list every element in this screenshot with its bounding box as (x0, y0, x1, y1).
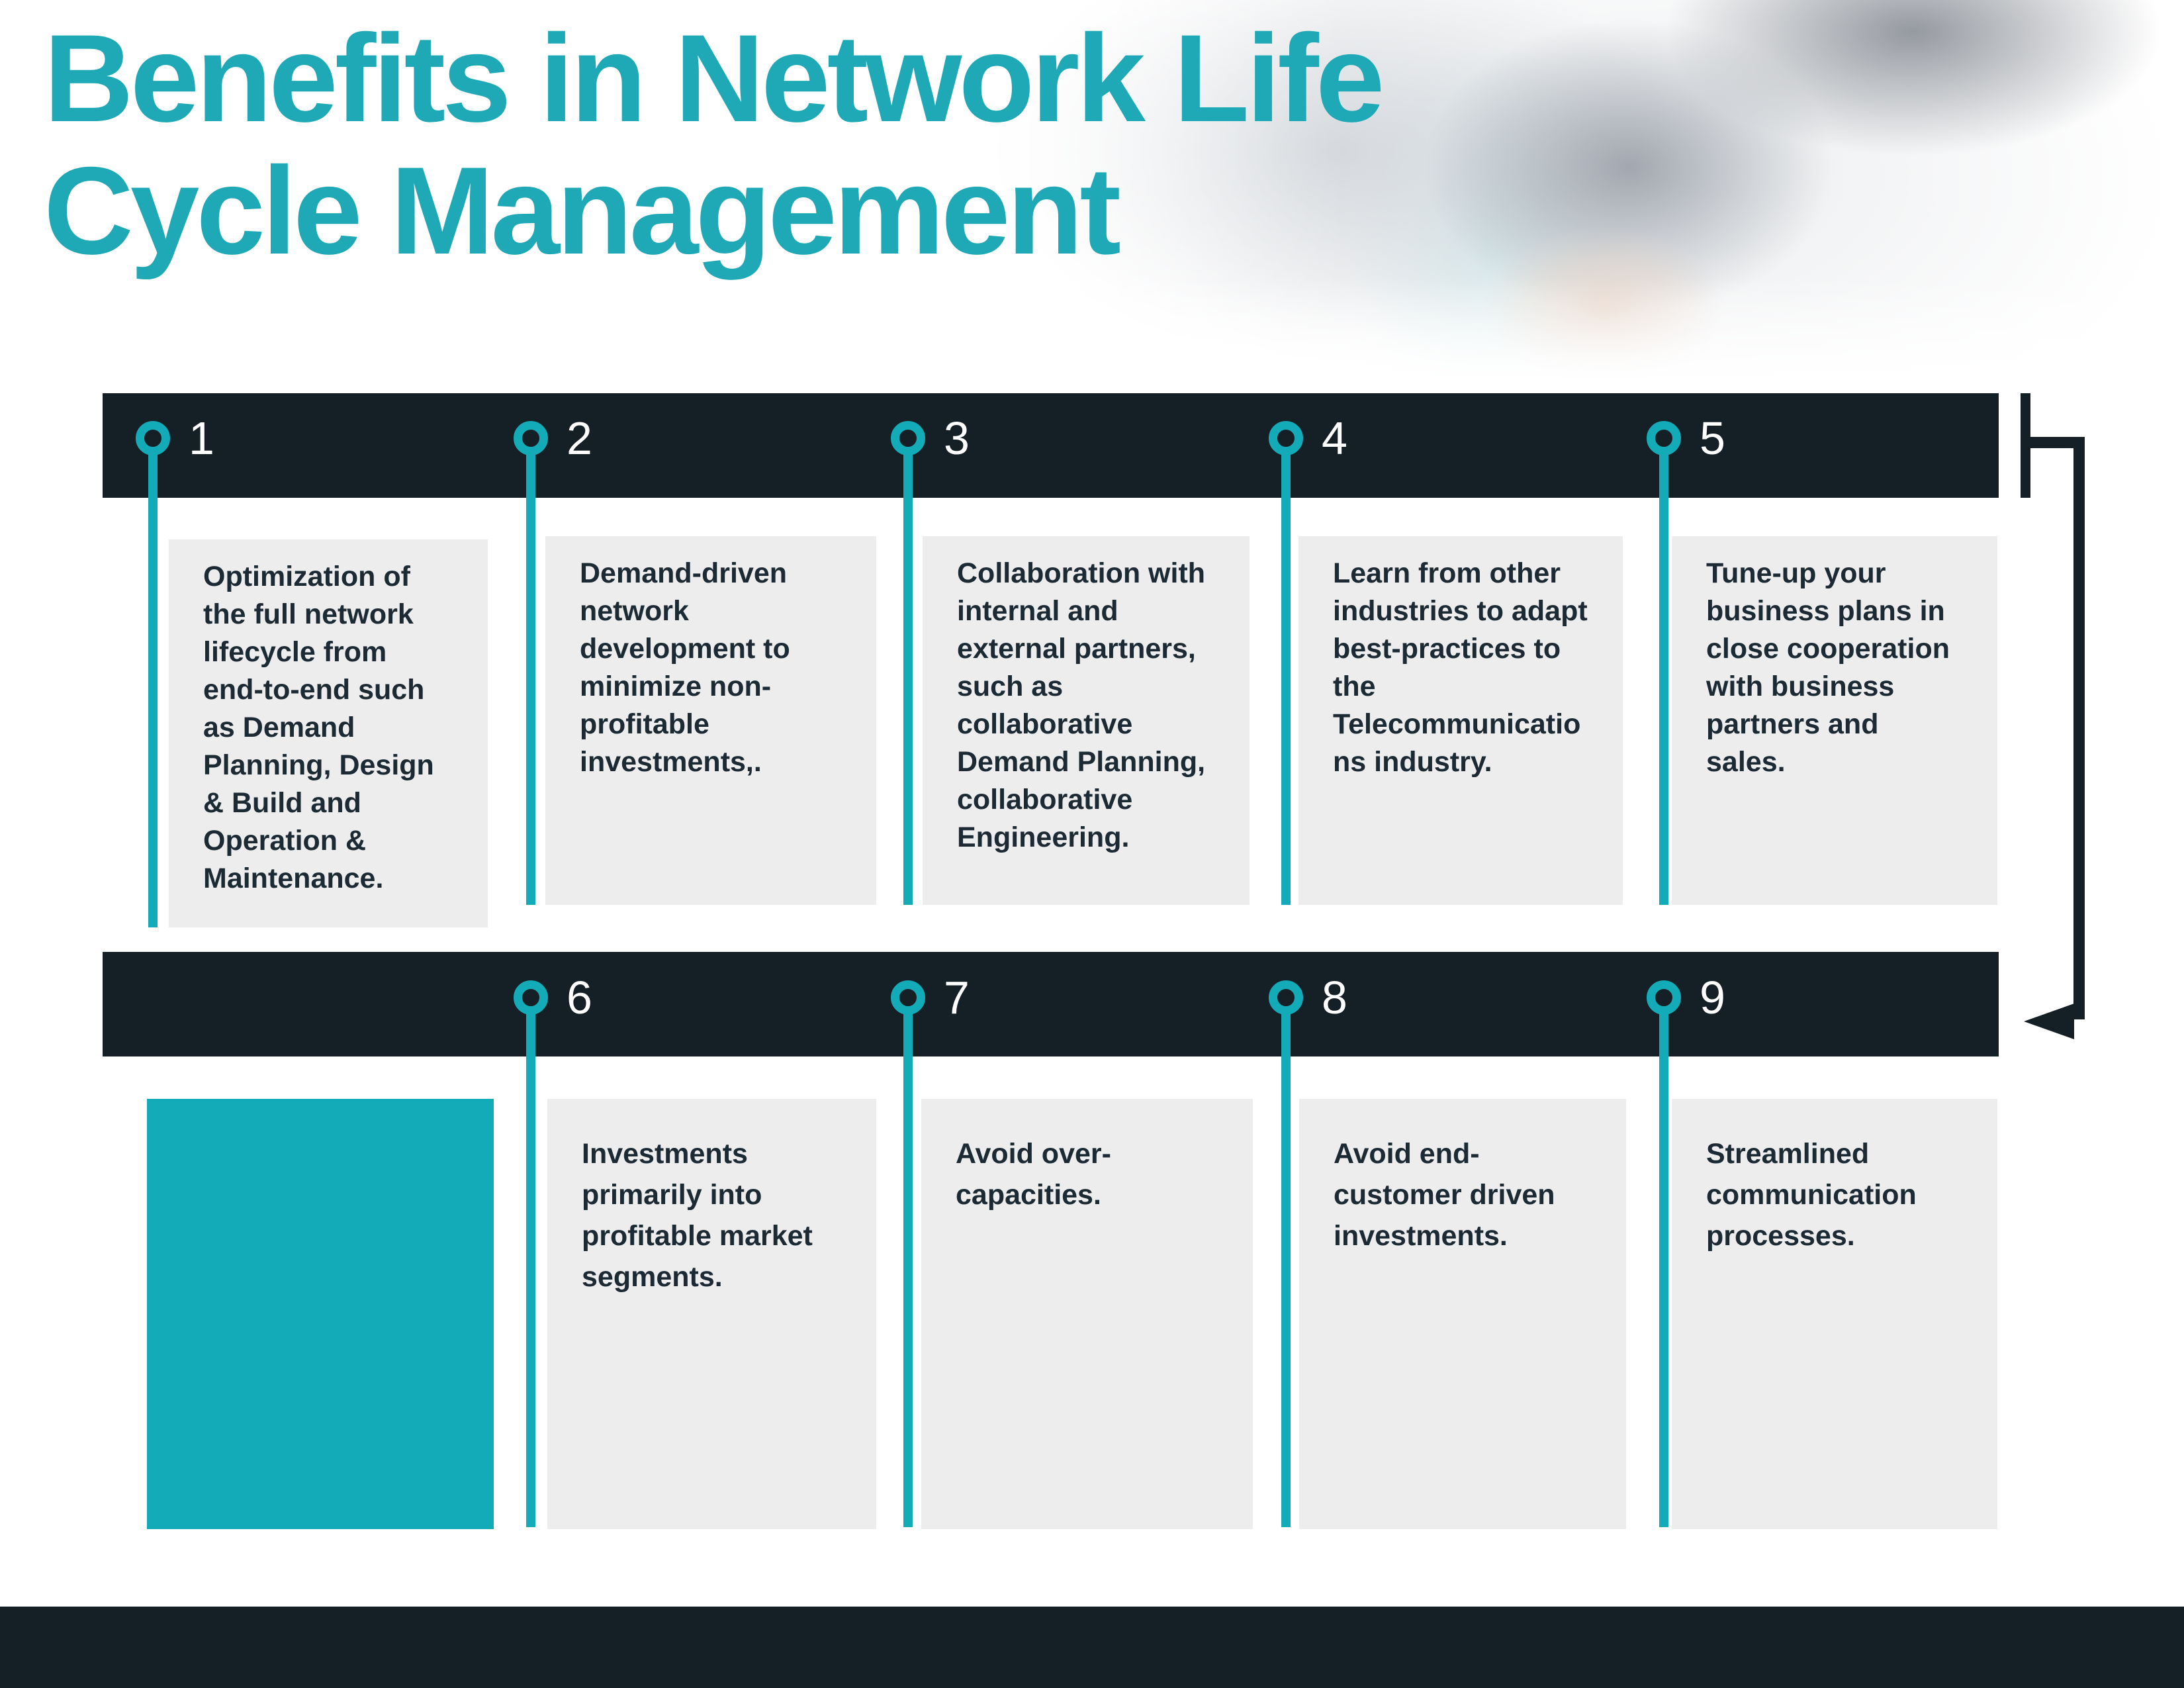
benefit-text-2: Demand-driven network development to min… (580, 557, 790, 778)
benefit-card-5: Tune-up your business plans in close coo… (1672, 536, 1997, 905)
benefit-card-9: Streamlined communication processes. (1672, 1099, 1997, 1529)
timeline-stem-4 (1281, 447, 1291, 905)
teal-accent-box (147, 1099, 494, 1529)
benefit-card-3: Collaboration with internal and external… (923, 536, 1250, 905)
step-number-5: 5 (1700, 412, 1725, 464)
timeline-pin-icon-9 (1647, 980, 1681, 1015)
timeline-stem-1 (148, 447, 158, 927)
connector-start-tick (2021, 393, 2030, 498)
page-title-line1: Benefits in Network Life (44, 9, 1385, 148)
benefit-text-4: Learn from other industries to adapt bes… (1333, 557, 1588, 778)
benefit-text-5: Tune-up your business plans in close coo… (1706, 557, 1950, 778)
benefit-text-6: Investments primarily into profitable ma… (582, 1138, 813, 1293)
benefit-card-1: Optimization of the full network lifecyc… (169, 539, 488, 927)
step-number-8: 8 (1322, 972, 1347, 1023)
benefit-text-3: Collaboration with internal and external… (957, 557, 1206, 853)
timeline-pin-icon-6 (514, 980, 548, 1015)
timeline-stem-8 (1281, 1007, 1291, 1527)
timeline-pin-icon-5 (1647, 421, 1681, 455)
step-number-3: 3 (944, 412, 970, 464)
step-number-2: 2 (567, 412, 592, 464)
step-number-1: 1 (189, 412, 214, 464)
timeline-stem-9 (1659, 1007, 1668, 1527)
timeline-pin-icon-3 (891, 421, 925, 455)
connector-arrow-vertical (2073, 437, 2085, 1019)
benefit-text-8: Avoid end-customer driven investments. (1334, 1138, 1555, 1252)
timeline-bar-bottom (103, 952, 1999, 1056)
benefit-card-4: Learn from other industries to adapt bes… (1298, 536, 1623, 905)
page-title-line2: Cycle Management (44, 141, 1121, 280)
timeline-stem-7 (903, 1007, 913, 1527)
benefit-card-6: Investments primarily into profitable ma… (547, 1099, 876, 1529)
step-number-4: 4 (1322, 412, 1347, 464)
connector-arrow-head-icon (2024, 1004, 2074, 1039)
step-number-7: 7 (944, 972, 970, 1023)
timeline-stem-3 (903, 447, 913, 905)
timeline-pin-icon-4 (1269, 421, 1303, 455)
timeline-stem-2 (526, 447, 535, 905)
step-number-6: 6 (567, 972, 592, 1023)
benefit-text-1: Optimization of the full network lifecyc… (203, 561, 434, 894)
timeline-bar-top (103, 393, 1999, 498)
benefit-text-9: Streamlined communication processes. (1706, 1138, 1917, 1252)
timeline-stem-5 (1659, 447, 1668, 905)
timeline-pin-icon-7 (891, 980, 925, 1015)
connector-arrow-horizontal (2030, 437, 2085, 448)
benefit-card-8: Avoid end-customer driven investments. (1299, 1099, 1626, 1529)
timeline-pin-icon-8 (1269, 980, 1303, 1015)
footer-bar (0, 1607, 2184, 1688)
benefit-card-7: Avoid over-capacities. (921, 1099, 1253, 1529)
timeline-pin-icon-2 (514, 421, 548, 455)
timeline-stem-6 (526, 1007, 535, 1527)
timeline-pin-icon-1 (136, 421, 170, 455)
benefit-text-7: Avoid over-capacities. (956, 1138, 1111, 1211)
step-number-9: 9 (1700, 972, 1725, 1023)
benefit-card-2: Demand-driven network development to min… (545, 536, 876, 905)
header-photo-fade (893, 0, 2184, 397)
